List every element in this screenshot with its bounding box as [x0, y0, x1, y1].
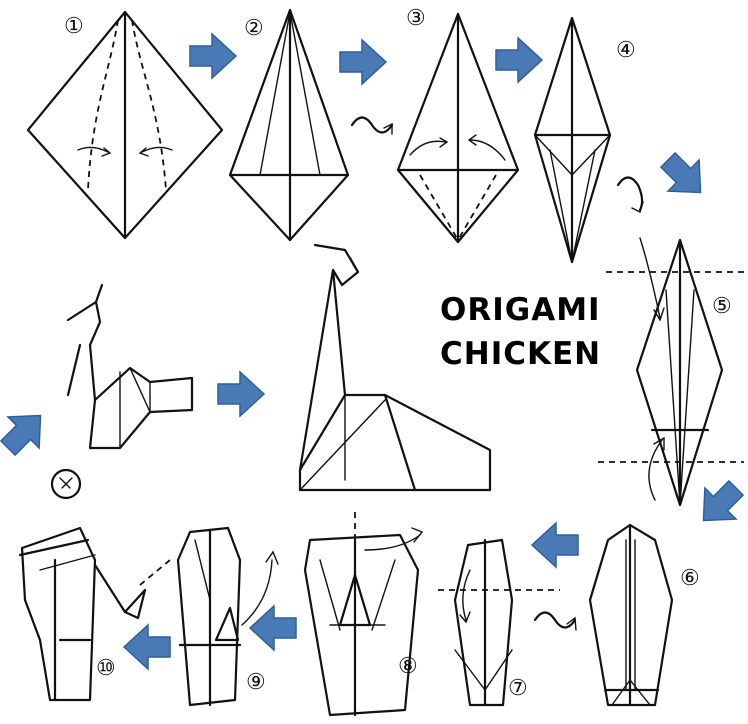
step-number-1: ①	[64, 14, 84, 39]
blue-arrow-icon-4	[651, 143, 717, 209]
flip-over-icon-3	[533, 611, 577, 631]
step-1-figure	[26, 10, 224, 240]
chicken-large-figure	[298, 243, 492, 492]
step-number-5: ⑤	[712, 294, 732, 319]
step-3-figure	[396, 12, 520, 244]
step-6-figure	[588, 523, 674, 707]
diagram-title: ORIGAMI CHICKEN	[440, 288, 601, 376]
title-line-2: CHICKEN	[440, 336, 602, 372]
step-10-figure	[18, 526, 171, 702]
step-number-2: ②	[244, 16, 264, 41]
blue-arrow-icon-7	[249, 605, 297, 651]
step-number-7: ⑦	[508, 676, 528, 701]
blue-arrow-icon-3	[495, 37, 543, 83]
rotate-icon	[50, 468, 82, 500]
blue-arrow-icon-5	[687, 471, 748, 537]
step-number-6: ⑥	[680, 566, 700, 591]
blue-arrow-icon-6	[531, 522, 579, 568]
blue-arrow-icon-1	[189, 33, 237, 79]
flip-over-icon-1	[350, 116, 394, 135]
blue-arrow-icon-9	[0, 399, 57, 465]
step-number-4: ④	[616, 38, 636, 63]
step-8-figure	[303, 512, 424, 717]
blue-arrow-icon-8	[123, 624, 171, 670]
chicken-small-figure	[66, 283, 194, 450]
step-number-3: ③	[406, 6, 426, 31]
title-line-1: ORIGAMI	[440, 292, 601, 328]
step-number-9: ⑨	[246, 670, 266, 695]
step-number-10: ⑩	[96, 656, 116, 681]
blue-arrow-icon-10	[217, 371, 265, 417]
step-2-figure	[228, 8, 350, 242]
step-7-figure	[438, 538, 560, 707]
step-number-8: ⑧	[398, 654, 418, 679]
step-4-figure	[533, 16, 612, 264]
step-5-figure	[598, 237, 744, 507]
flip-over-icon-2	[616, 176, 644, 213]
blue-arrow-icon-2	[339, 39, 387, 85]
step-9-figure	[176, 526, 279, 707]
